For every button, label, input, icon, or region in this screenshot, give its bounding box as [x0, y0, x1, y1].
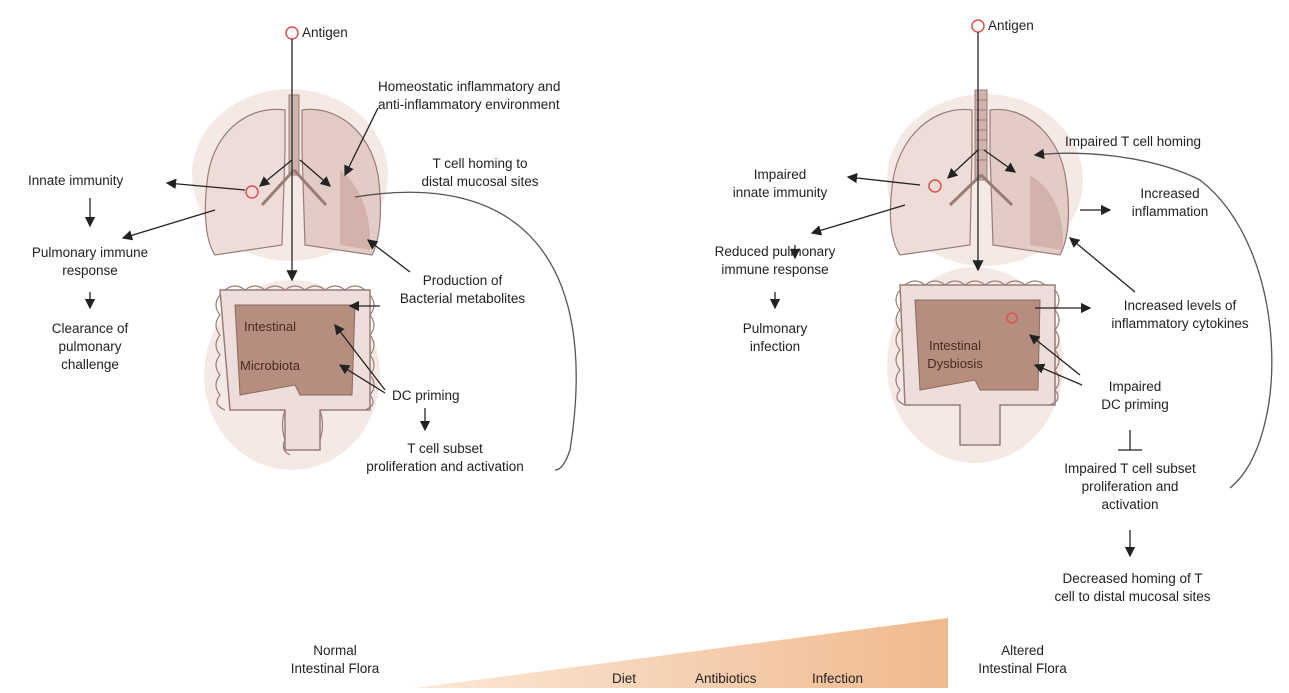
factor-infection: Infection [812, 670, 863, 688]
right-increased-cytokines-line2: inflammatory cytokines [1090, 315, 1270, 333]
left-pulmonary-response-label: Pulmonary immune response [5, 244, 175, 280]
left-pulmonary-response-line1: Pulmonary immune [5, 244, 175, 262]
right-impaired-homing-label: Impaired T cell homing [1065, 133, 1201, 151]
left-production-label: Production of Bacterial metabolites [375, 272, 550, 308]
normal-flora-line2: Intestinal Flora [265, 660, 405, 678]
right-impaired-dc-line1: Impaired [1075, 378, 1195, 396]
right-impaired-t-subset-line2: proliferation and [1035, 478, 1225, 496]
right-decreased-homing-label: Decreased homing of T cell to distal muc… [1010, 570, 1255, 606]
right-increased-inflammation-label: Increased inflammation [1110, 185, 1230, 221]
right-increased-inflammation-line1: Increased [1110, 185, 1230, 203]
normal-flora-label: Normal Intestinal Flora [265, 642, 405, 678]
left-homeostatic-line2: anti-inflammatory environment [378, 96, 560, 114]
right-impaired-t-subset-line3: activation [1035, 496, 1225, 514]
right-reduced-response-line2: immune response [690, 261, 860, 279]
right-impaired-dc-label: Impaired DC priming [1075, 378, 1195, 414]
left-intestinal-label-1: Intestinal [244, 319, 296, 334]
left-dc-priming-label: DC priming [392, 387, 460, 405]
left-homeostatic-line1: Homeostatic inflammatory and [378, 78, 560, 96]
left-pulmonary-response-line2: response [5, 262, 175, 280]
right-impaired-t-subset-label: Impaired T cell subset proliferation and… [1035, 460, 1225, 514]
left-intestinal-label-2: Microbiota [240, 358, 301, 373]
left-antigen-label: Antigen [302, 24, 348, 42]
right-intestinal-label-1: Intestinal [929, 338, 981, 353]
right-impaired-innate-line2: innate immunity [705, 184, 855, 202]
right-impaired-innate-label: Impaired innate immunity [705, 166, 855, 202]
right-intestinal-label-2: Dysbiosis [927, 356, 983, 371]
normal-flora-line1: Normal [265, 642, 405, 660]
left-clearance-line2: pulmonary [25, 338, 155, 356]
factor-antibiotics: Antibiotics [695, 670, 757, 688]
factor-diet: Diet [612, 670, 636, 688]
left-innate-immunity-label: Innate immunity [28, 172, 123, 190]
right-antigen-label: Antigen [988, 17, 1034, 35]
left-t-cell-subset-label: T cell subset proliferation and activati… [330, 440, 560, 476]
right-impaired-dc-line2: DC priming [1075, 396, 1195, 414]
right-organ-illustration: Intestinal Dysbiosis [887, 20, 1083, 463]
left-clearance-label: Clearance of pulmonary challenge [25, 320, 155, 374]
left-production-line2: Bacterial metabolites [375, 290, 550, 308]
right-increased-cytokines-label: Increased levels of inflammatory cytokin… [1090, 297, 1270, 333]
flora-change-wedge [415, 618, 948, 688]
altered-flora-line2: Intestinal Flora [955, 660, 1090, 678]
right-impaired-t-subset-line1: Impaired T cell subset [1035, 460, 1225, 478]
right-increased-inflammation-line2: inflammation [1110, 203, 1230, 221]
left-t-cell-homing-line1: T cell homing to [400, 155, 560, 173]
right-reduced-response-label: Reduced pulmonary immune response [690, 243, 860, 279]
right-pulmonary-infection-line2: infection [715, 338, 835, 356]
right-decreased-homing-line1: Decreased homing of T [1010, 570, 1255, 588]
left-production-line1: Production of [375, 272, 550, 290]
left-organ-illustration: Intestinal Microbiota [192, 27, 388, 470]
left-t-cell-homing-line2: distal mucosal sites [400, 173, 560, 191]
altered-flora-label: Altered Intestinal Flora [955, 642, 1090, 678]
right-pulmonary-infection-line1: Pulmonary [715, 320, 835, 338]
right-increased-cytokines-line1: Increased levels of [1090, 297, 1270, 315]
left-t-cell-homing-label: T cell homing to distal mucosal sites [400, 155, 560, 191]
left-clearance-line1: Clearance of [25, 320, 155, 338]
right-decreased-homing-line2: cell to distal mucosal sites [1010, 588, 1255, 606]
altered-flora-line1: Altered [955, 642, 1090, 660]
left-t-cell-subset-line1: T cell subset [330, 440, 560, 458]
left-t-cell-subset-line2: proliferation and activation [330, 458, 560, 476]
right-reduced-response-line1: Reduced pulmonary [690, 243, 860, 261]
left-homeostatic-label: Homeostatic inflammatory and anti-inflam… [378, 78, 560, 114]
left-clearance-line3: challenge [25, 356, 155, 374]
right-impaired-innate-line1: Impaired [705, 166, 855, 184]
right-pulmonary-infection-label: Pulmonary infection [715, 320, 835, 356]
